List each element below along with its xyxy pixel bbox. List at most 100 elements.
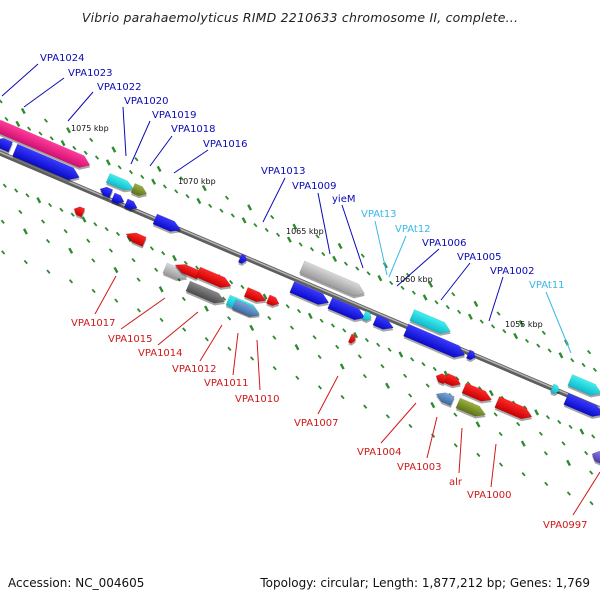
gene-label[interactable]: VPA1023 (68, 68, 113, 79)
tick-mark (524, 338, 530, 344)
gene-label[interactable]: VPA1004 (357, 447, 402, 458)
gene-label[interactable]: VPA1006 (422, 238, 467, 249)
gene-feature-blue[interactable] (0, 135, 14, 155)
tick-mark (432, 366, 437, 372)
gene-feature-olive[interactable] (455, 397, 489, 422)
gene-label[interactable]: VPA1017 (71, 318, 116, 329)
gene-feature-cyan[interactable] (567, 374, 600, 401)
tick-mark (219, 208, 224, 213)
gene-feature-blue[interactable] (563, 393, 600, 422)
tick-mark (158, 286, 164, 293)
gene-feature-red[interactable] (433, 372, 448, 387)
gene-feature-blue[interactable] (465, 349, 478, 364)
gene-feature-red[interactable] (265, 294, 281, 310)
tick-mark (385, 414, 390, 419)
gene-feature-red[interactable] (243, 287, 269, 307)
tick-mark (411, 290, 416, 295)
gene-label[interactable]: VPA1014 (138, 348, 183, 359)
gene-label[interactable]: yieM (332, 194, 355, 205)
tick-mark (443, 370, 449, 377)
gene-label[interactable]: VPAt13 (361, 209, 397, 220)
gene-label[interactable]: VPA1015 (108, 334, 153, 345)
tick-mark (201, 184, 207, 192)
gene-feature-cyan[interactable] (409, 309, 454, 339)
scale-label: 1075 kbp (71, 124, 109, 133)
gene-label[interactable]: VPAt12 (395, 224, 431, 235)
tick-mark (513, 332, 519, 340)
gene-label[interactable]: VPA1022 (97, 82, 142, 93)
gene-feature-lightgray[interactable] (299, 260, 368, 302)
tick-mark (364, 337, 369, 343)
tick-mark (285, 304, 290, 309)
gene-label[interactable]: VPA1020 (124, 96, 169, 107)
gene-feature-darkgray[interactable] (185, 280, 228, 309)
tick-mark (224, 195, 230, 200)
gene-feature-blue[interactable] (237, 253, 249, 267)
tick-mark (360, 253, 365, 258)
gene-feature-blue[interactable] (97, 185, 114, 201)
tick-mark (445, 304, 450, 310)
gene-label[interactable]: VPA1018 (171, 124, 216, 135)
gene-feature-red[interactable] (494, 396, 535, 424)
gene-feature-violet[interactable] (589, 449, 600, 466)
gene-label[interactable]: VPA1016 (203, 139, 248, 150)
gene-feature-blue[interactable] (289, 281, 332, 310)
tick-mark (403, 373, 408, 379)
gene-feature-red[interactable] (195, 266, 234, 293)
tick-mark (272, 335, 277, 340)
gene-label[interactable]: alr (449, 477, 463, 488)
gene-label[interactable]: VPA1010 (235, 394, 280, 405)
gene-feature-cyan[interactable] (105, 173, 136, 195)
gene-feature-red[interactable] (71, 205, 86, 220)
gene-feature-blue[interactable] (372, 314, 396, 335)
gene-label[interactable]: VPA1007 (294, 418, 339, 429)
gene-feature-red[interactable] (347, 333, 358, 347)
gene-label[interactable]: VPA0997 (543, 520, 588, 531)
label-leader-line (388, 235, 407, 278)
tick-mark (68, 279, 74, 284)
tick-mark (476, 452, 481, 458)
gene-feature-steelblue[interactable] (231, 299, 262, 321)
gene-feature-cyan[interactable] (549, 383, 562, 398)
gene-label[interactable]: VPA1002 (490, 266, 535, 277)
gene-label[interactable]: VPA1005 (457, 252, 502, 263)
gene-feature-blue[interactable] (110, 192, 126, 208)
gene-feature-blue[interactable] (327, 297, 368, 325)
gene-feature-cyan[interactable] (361, 310, 374, 325)
tick-mark (502, 329, 507, 334)
gene-label[interactable]: VPA1013 (261, 166, 306, 177)
tick-mark (181, 296, 186, 302)
tick-mark (253, 222, 258, 228)
gene-feature-red[interactable] (443, 373, 463, 391)
tick-mark (342, 328, 347, 333)
gene-label[interactable]: VPA1012 (172, 364, 217, 375)
gene-feature-red[interactable] (123, 229, 147, 249)
label-leader-line (380, 402, 417, 444)
gene-feature-blue[interactable] (123, 198, 139, 214)
gene-feature-blue[interactable] (12, 143, 83, 186)
gene-feature-blue[interactable] (152, 213, 184, 237)
gene-label[interactable]: VPA1019 (152, 110, 197, 121)
gene-label[interactable]: VPAt11 (529, 280, 565, 291)
gene-label[interactable]: VPA1009 (292, 181, 337, 192)
tick-mark (475, 421, 481, 428)
gene-label[interactable]: VPA1024 (40, 53, 85, 64)
gene-feature-steelblue[interactable] (433, 389, 455, 408)
label-leader-line (262, 177, 286, 223)
label-leader-line (256, 339, 261, 391)
gene-label[interactable]: VPA1000 (467, 490, 512, 501)
gene-label[interactable]: VPA1003 (397, 462, 442, 473)
tick-mark (317, 385, 323, 390)
gene-feature-blue[interactable] (403, 323, 469, 363)
tick-mark (0, 219, 5, 224)
tick-mark (131, 257, 136, 263)
gene-feature-olive[interactable] (130, 183, 149, 200)
tick-mark (339, 363, 345, 370)
tick-mark (296, 308, 302, 314)
gene-feature-red[interactable] (172, 261, 201, 282)
tick-mark (467, 313, 473, 320)
tick-mark (159, 317, 164, 323)
gene-feature-pink[interactable] (0, 119, 93, 173)
gene-label[interactable]: VPA1011 (204, 378, 249, 389)
gene-feature-red[interactable] (461, 382, 495, 407)
